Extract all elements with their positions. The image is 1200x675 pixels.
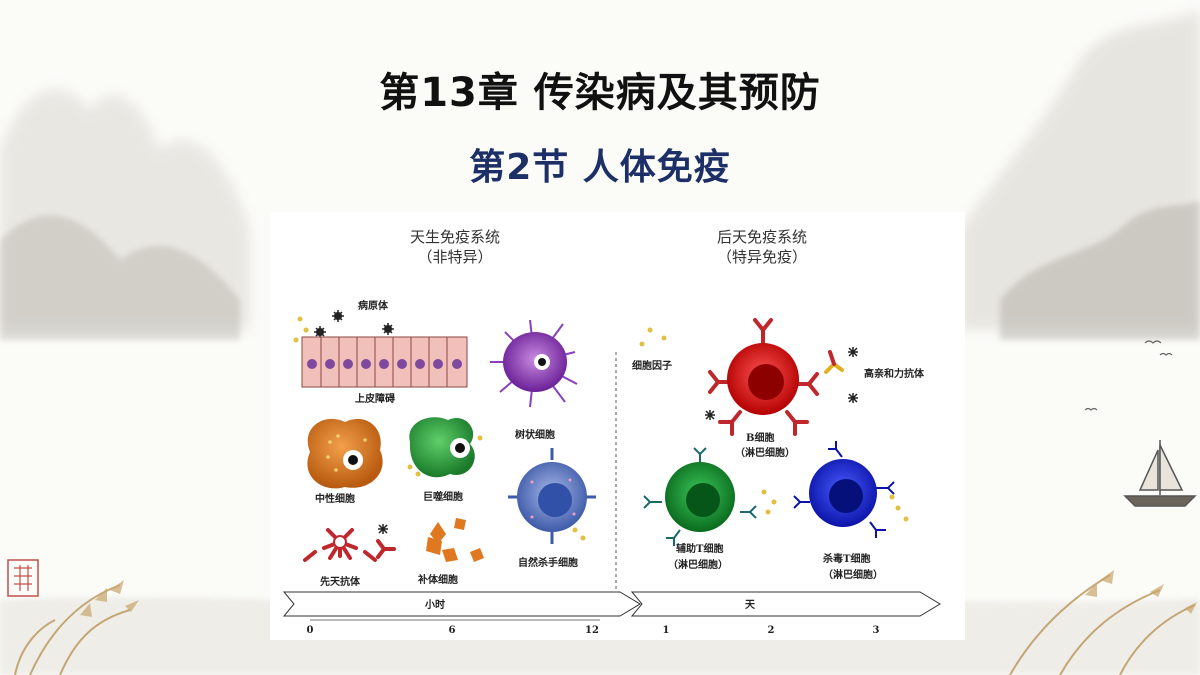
seal-stamp-icon bbox=[7, 559, 39, 597]
timeline-hours-arrow bbox=[282, 591, 641, 617]
tick-day-3: 3 bbox=[873, 625, 880, 636]
complement-cells bbox=[426, 518, 484, 562]
tick-hour-12: 12 bbox=[585, 625, 599, 636]
label-killer-t: 杀毒T细胞 bbox=[823, 552, 870, 565]
pathogen-icon bbox=[705, 347, 858, 420]
innate-heading: 天生免疫系统 bbox=[410, 228, 500, 246]
tick-day-2: 2 bbox=[768, 625, 775, 636]
helper-t-cell bbox=[643, 447, 757, 546]
sailboat-icon bbox=[1123, 440, 1197, 507]
label-cytokine: 细胞因子 bbox=[632, 359, 672, 372]
timeline-days-label: 天 bbox=[745, 599, 756, 611]
label-nk: 自然杀手细胞 bbox=[518, 556, 578, 569]
right-mountain-shape bbox=[1000, 200, 1200, 340]
label-complement: 补体细胞 bbox=[417, 573, 458, 586]
timeline-hours-label: 小时 bbox=[424, 598, 445, 611]
tick-day-1: 1 bbox=[663, 625, 670, 636]
timeline-days-arrow bbox=[630, 591, 941, 617]
label-macrophage: 巨噬细胞 bbox=[423, 490, 463, 503]
label-b-cell: B细胞 bbox=[746, 431, 774, 444]
label-killer-t-sub: （淋巴细胞） bbox=[823, 568, 883, 581]
innate-subheading: （非特异） bbox=[417, 248, 492, 266]
single-antibody-icon bbox=[376, 539, 396, 559]
label-innate-antibody: 先天抗体 bbox=[320, 575, 361, 588]
high-affinity-antibody-icon bbox=[824, 350, 844, 374]
label-high-affinity: 高亲和力抗体 bbox=[864, 367, 925, 380]
immune-system-diagram: 天生免疫系统 （非特异） 后天免疫系统 （特异免疫） 病原体 上皮障碍 bbox=[282, 228, 941, 636]
reed-decoration bbox=[14, 584, 131, 675]
section-title: 第2节 人体免疫 bbox=[469, 147, 731, 188]
pathogen-icon bbox=[378, 524, 388, 534]
killer-t-cell bbox=[793, 441, 895, 538]
tick-hour-0: 0 bbox=[307, 625, 314, 636]
adaptive-subheading: （特异免疫） bbox=[717, 248, 807, 266]
left-mountain-shape bbox=[0, 215, 240, 340]
cytokine-dots bbox=[639, 327, 667, 347]
chapter-title: 第13章 传染病及其预防 bbox=[379, 70, 821, 116]
dendritic-cell bbox=[490, 319, 578, 408]
reed-decoration bbox=[1009, 574, 1196, 675]
label-epithelium: 上皮障碍 bbox=[355, 392, 395, 405]
label-dendritic: 树状细胞 bbox=[515, 428, 555, 441]
nk-cell bbox=[508, 448, 596, 544]
adaptive-heading: 后天免疫系统 bbox=[717, 228, 807, 246]
cytokine-dots bbox=[761, 489, 777, 515]
label-b-cell-sub: （淋巴细胞） bbox=[735, 446, 795, 459]
label-pathogen: 病原体 bbox=[358, 299, 389, 312]
reed-leaf-decoration bbox=[1085, 570, 1197, 614]
birds-icon bbox=[1084, 340, 1173, 411]
tick-hour-6: 6 bbox=[449, 625, 456, 636]
b-cell bbox=[708, 318, 819, 436]
label-helper-t: 辅助T细胞 bbox=[676, 542, 723, 555]
pathogen-icon bbox=[316, 312, 392, 336]
epithelium-cells bbox=[301, 336, 468, 388]
label-helper-t-sub: （淋巴细胞） bbox=[668, 558, 728, 571]
reed-leaf-decoration bbox=[80, 580, 139, 617]
particle-dots bbox=[293, 316, 309, 343]
pathogen-spike-icon bbox=[314, 310, 394, 338]
macrophage-cell bbox=[407, 417, 483, 478]
label-neutrophil: 中性细胞 bbox=[315, 492, 355, 505]
neutrophil-cell bbox=[307, 418, 383, 489]
immune-system-figure: 天生免疫系统 （非特异） 后天免疫系统 （特异免疫） 病原体 上皮障碍 bbox=[270, 212, 965, 640]
cytokine-dots bbox=[889, 494, 909, 522]
